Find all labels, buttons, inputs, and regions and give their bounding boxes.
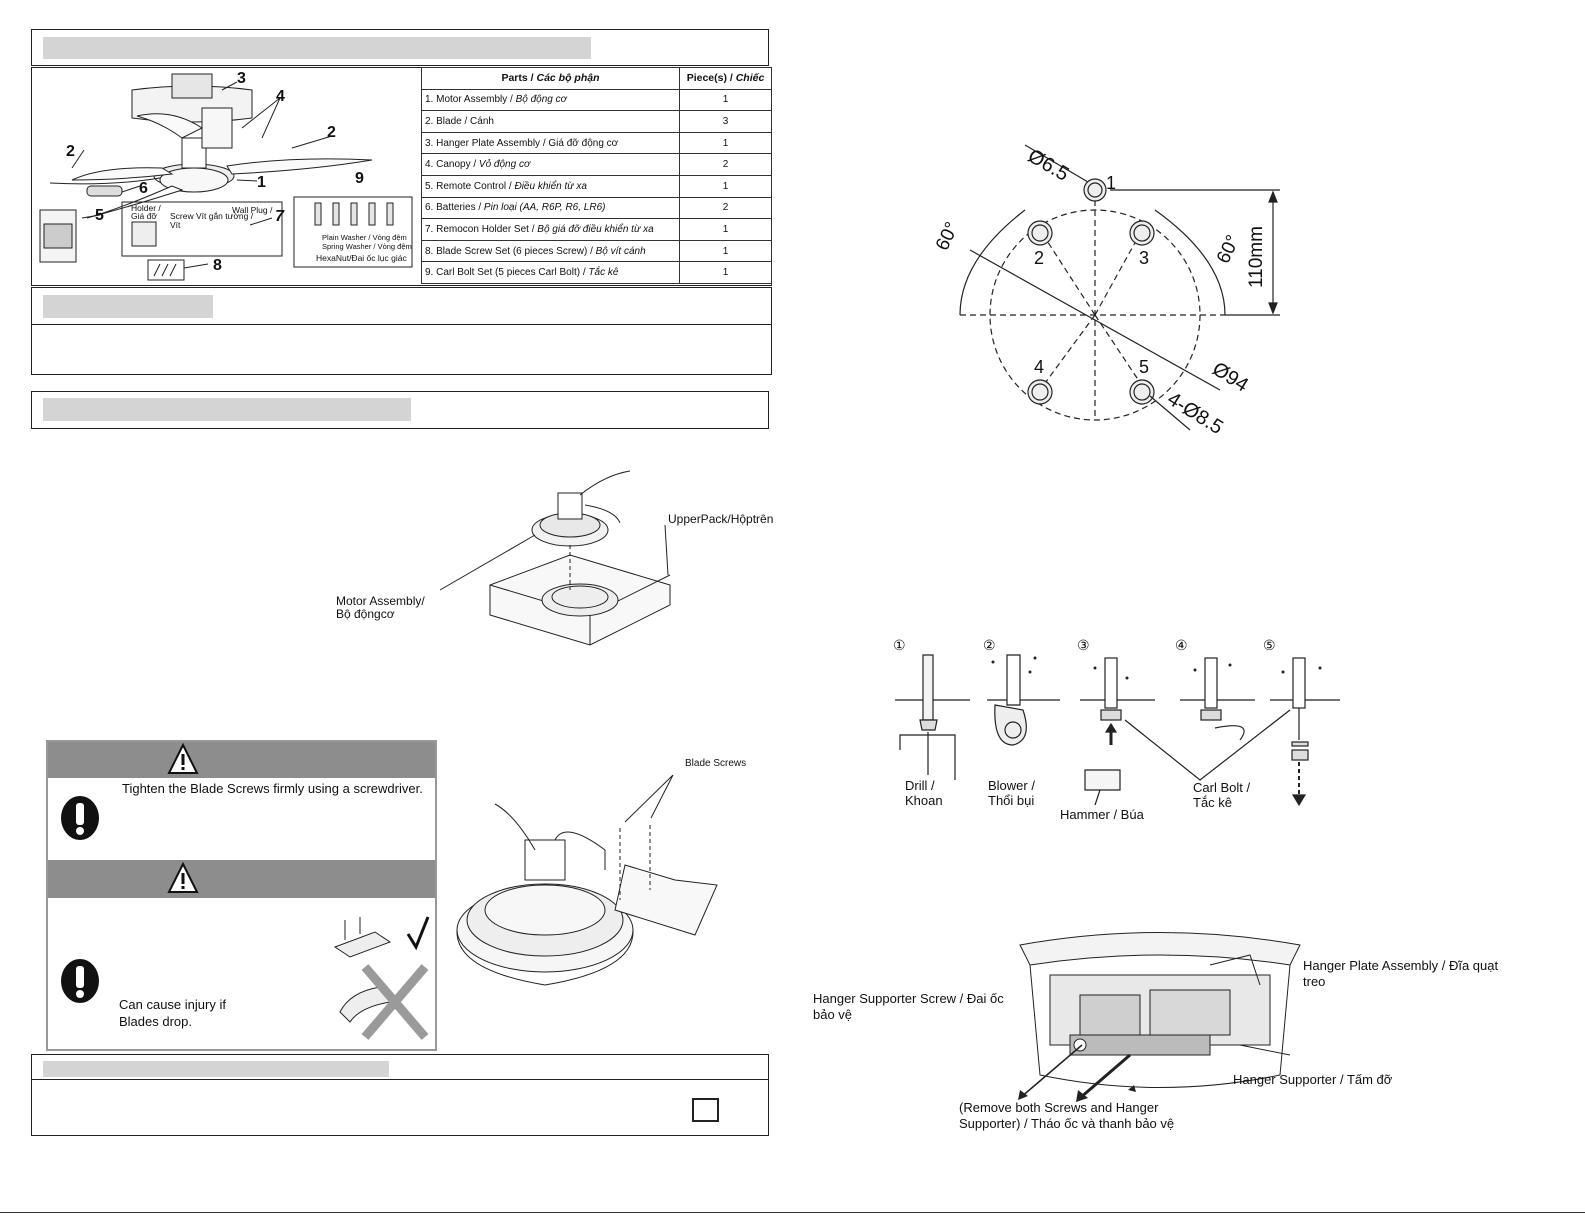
table-row: 6. Batteries / Pin loại (AA, R6P, R6, LR… (421, 196, 772, 220)
callout-4: 4 (276, 88, 285, 105)
callout-3: 3 (237, 70, 246, 87)
callout-5: 5 (95, 207, 104, 224)
plain-washer-label: Plain Washer / Vòng đệm (322, 233, 407, 242)
remove-instruction-2: Supporter) / Tháo ốc và thanh bảo vệ (959, 1116, 1175, 1131)
install-steps-illustration (895, 654, 1340, 807)
table-header-row: Parts / Các bộ phận Piece(s) / Chiếc (421, 67, 772, 90)
callout-2-left: 2 (66, 143, 75, 160)
header-parts: Parts / Các bộ phận (421, 67, 680, 90)
section-body-2 (31, 324, 772, 375)
unpack-illustration (439, 470, 671, 646)
callout-2-right: 2 (327, 124, 336, 141)
supporter-screw-label-2: bảo vệ (813, 1007, 853, 1022)
section-header-parts-bar (43, 37, 591, 59)
blade-attach-illustration (456, 774, 718, 986)
warning-head-2 (48, 860, 435, 898)
warning-head-1 (48, 742, 435, 778)
warning-triangle-icon (167, 742, 199, 774)
callout-6: 6 (139, 180, 148, 197)
blade-screws-label: Blade Screws (685, 758, 747, 769)
warning-triangle-icon (167, 861, 199, 893)
removal-arrows (1018, 1044, 1136, 1102)
parts-diagram (39, 73, 413, 281)
parts-panel (31, 67, 772, 286)
blower-label: Blower / (988, 778, 1035, 793)
hole-pattern-diagram (959, 144, 1280, 431)
drill-vi-label: Khoan (905, 793, 943, 808)
hanger-plate-illustration (1019, 932, 1301, 1088)
warning-text-2b: Blades drop. (119, 1014, 192, 1029)
mandatory-icon (61, 959, 99, 1003)
carl-bolt-label: Carl Bolt / (1193, 780, 1251, 795)
table-row: 8. Blade Screw Set (6 pieces Screw) / Bộ… (421, 239, 772, 263)
step-5: ⑤ (1263, 637, 1276, 653)
mandatory-icon (61, 796, 99, 840)
carl-bolt-vi-label: Tắc kê (1193, 795, 1233, 810)
motor-assembly-vi-label: Bộ độngcơ (336, 607, 395, 621)
blower-vi-label: Thổi bụi (988, 793, 1035, 808)
upper-pack-label: UpperPack/Hộptrên (668, 512, 774, 526)
warning-box (46, 740, 437, 1051)
hole-4: 4 (1034, 357, 1045, 377)
section-header-4-bar (43, 1061, 389, 1077)
holder-label: Holder / Giá đỡ (131, 203, 161, 221)
drill-label: Drill / (905, 778, 935, 793)
header-qty: Piece(s) / Chiếc (679, 67, 772, 90)
hole-3: 3 (1139, 248, 1150, 268)
blade-screw-good-bad-illustration (333, 916, 430, 1040)
callout-8: 8 (213, 257, 222, 274)
table-row: 3. Hanger Plate Assembly / Giá đỡ động c… (421, 131, 772, 155)
hole-5: 5 (1139, 357, 1150, 377)
warning-text-2a: Can cause injury if (119, 997, 226, 1012)
callout-1: 1 (257, 174, 266, 191)
step-3: ③ (1077, 637, 1090, 653)
step-1: ① (893, 637, 906, 653)
hammer-label: Hammer / Búa (1060, 807, 1144, 822)
warning-text-1: Tighten the Blade Screws firmly using a … (122, 781, 423, 796)
hole-2: 2 (1034, 248, 1045, 268)
step-4: ④ (1175, 637, 1188, 653)
spring-washer-label: Spring Washer / Vòng đệm (322, 242, 412, 251)
parts-table: Parts / Các bộ phận Piece(s) / Chiếc 1. … (421, 67, 772, 284)
section-body-4 (31, 1079, 769, 1136)
checkbox[interactable] (692, 1098, 719, 1122)
motor-assembly-label: Motor Assembly/ (336, 594, 425, 608)
screw-label: Screw Vít gắn tường / Vít (170, 211, 254, 230)
callout-9: 9 (355, 170, 364, 187)
section-header-2-bar (43, 295, 213, 318)
section-header-parts (31, 29, 769, 66)
hanger-supporter-label: Hanger Supporter / Tấm đỡ (1233, 1072, 1393, 1087)
callout-7: 7 (275, 208, 284, 225)
table-row: 9. Carl Bolt Set (5 pieces Carl Bolt) / … (421, 261, 772, 284)
step-2: ② (983, 637, 996, 653)
wall-plug-label: Wall Plug / (232, 205, 273, 215)
supporter-screw-label: Hanger Supporter Screw / Đai ốc (813, 991, 1004, 1006)
hexa-nut-label: HexaNut/Đai ốc lục giác (316, 253, 407, 263)
section-header-3 (31, 391, 769, 429)
table-row: 7. Remocon Holder Set / Bộ giá đỡ điều k… (421, 218, 772, 241)
hole-1: 1 (1106, 173, 1117, 193)
section-header-3-bar (43, 398, 411, 421)
hanger-plate-label: Hanger Plate Assembly / Đĩa quạt (1303, 958, 1499, 973)
remove-instruction-1: (Remove both Screws and Hanger (959, 1100, 1159, 1115)
hanger-plate-label-2: treo (1303, 974, 1326, 989)
height-label: 110mm (1246, 226, 1267, 288)
page-bottom-rule (0, 1212, 1585, 1213)
